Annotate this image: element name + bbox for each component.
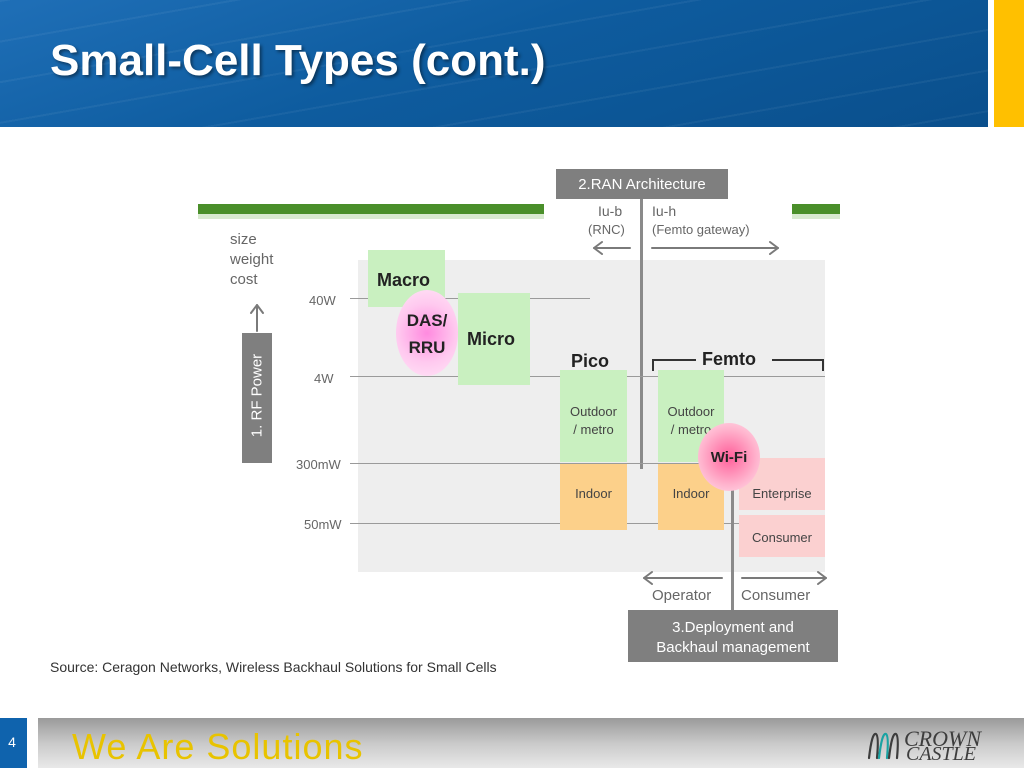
power-line-300mw	[350, 463, 825, 464]
deployment-box	[628, 610, 838, 662]
enterprise-label: Enterprise	[752, 486, 812, 501]
footer-gap	[27, 718, 38, 768]
cost-label: cost	[230, 271, 258, 288]
ran-divider-line	[640, 199, 643, 469]
das-rru-bubble	[396, 290, 458, 376]
logo-text-crown: CROWN	[904, 726, 981, 751]
deployment-label-line1: 3.Deployment and	[672, 619, 794, 636]
source-citation: Source: Ceragon Networks, Wireless Backh…	[50, 659, 497, 675]
pico-label: Pico	[571, 351, 610, 371]
das-label: DAS/	[406, 311, 448, 330]
accent-stripe	[994, 0, 1024, 127]
micro-box	[458, 293, 530, 385]
femto-bracket-top-left	[652, 359, 696, 361]
small-cell-diagram: 2.RAN Architecture Iu-b (RNC) Iu-h (Femt…	[190, 165, 850, 665]
size-label: size	[230, 231, 257, 248]
weight-label: weight	[230, 251, 274, 268]
footer-bar	[0, 718, 1024, 768]
tagline: We Are Solutions	[72, 726, 364, 767]
operator-arrow-icon	[643, 571, 723, 585]
macro-label: Macro	[377, 270, 431, 290]
micro-label: Micro	[467, 329, 516, 349]
power-300mw: 300mW	[296, 457, 341, 472]
green-bar-right-shadow	[792, 214, 840, 219]
green-bar-left-shadow	[198, 214, 544, 219]
slide-title: Small-Cell Types (cont.)	[50, 36, 546, 85]
iub-label: Iu-b	[598, 203, 623, 219]
green-bar-left	[198, 204, 544, 214]
operator-label: Operator	[652, 587, 712, 604]
logo-text-castle: CASTLE	[906, 743, 977, 765]
wifi-label: Wi-Fi	[710, 449, 748, 466]
power-40w: 40W	[309, 293, 336, 308]
femto-outdoor-label: Outdoor	[667, 404, 715, 419]
pico-outdoor-label: Outdoor	[570, 404, 617, 419]
femto-indoor-label: Indoor	[672, 486, 710, 501]
consumer-arrow-icon	[741, 571, 827, 585]
crown-castle-logo: CROWN CASTLE	[866, 726, 996, 765]
rnc-arrow-icon	[593, 241, 631, 255]
power-4w: 4W	[314, 371, 334, 386]
femto-metro-label: / metro	[670, 422, 712, 437]
wifi-bubble	[698, 423, 760, 491]
pico-indoor-box	[560, 464, 627, 530]
accent-divider	[988, 0, 994, 127]
rf-power-bar	[242, 333, 272, 463]
pico-outdoor-box	[560, 370, 627, 462]
rf-power-arrow-icon	[250, 304, 264, 332]
ran-architecture-box	[556, 169, 728, 199]
femto-gateway-label: (Femto gateway)	[652, 222, 750, 237]
rru-label: RRU	[408, 338, 446, 357]
femto-gateway-arrow-icon	[651, 241, 779, 255]
title-bar	[0, 0, 988, 127]
iuh-label: Iu-h	[652, 203, 677, 219]
rnc-label: (RNC)	[588, 222, 625, 237]
power-50mw: 50mW	[304, 517, 342, 532]
crown-castle-logo-icon	[867, 732, 899, 760]
femto-bracket-left	[652, 359, 654, 371]
pico-metro-label: / metro	[573, 422, 614, 437]
femto-bracket-right	[822, 359, 824, 371]
consumer-label: Consumer	[741, 587, 811, 604]
green-bar-right	[792, 204, 840, 214]
page-number-box	[0, 718, 27, 768]
deployment-divider-line	[731, 455, 734, 610]
femto-label: Femto	[702, 349, 756, 369]
page-number: 4	[8, 734, 16, 750]
consumer-box-label: Consumer	[752, 530, 812, 545]
ran-architecture-label: 2.RAN Architecture	[578, 176, 706, 193]
consumer-box	[739, 515, 825, 557]
deployment-label-line2: Backhaul management	[656, 639, 810, 656]
diagram-arrows	[250, 241, 827, 585]
pico-indoor-label: Indoor	[575, 486, 612, 501]
femto-bracket-top-right	[772, 359, 824, 361]
